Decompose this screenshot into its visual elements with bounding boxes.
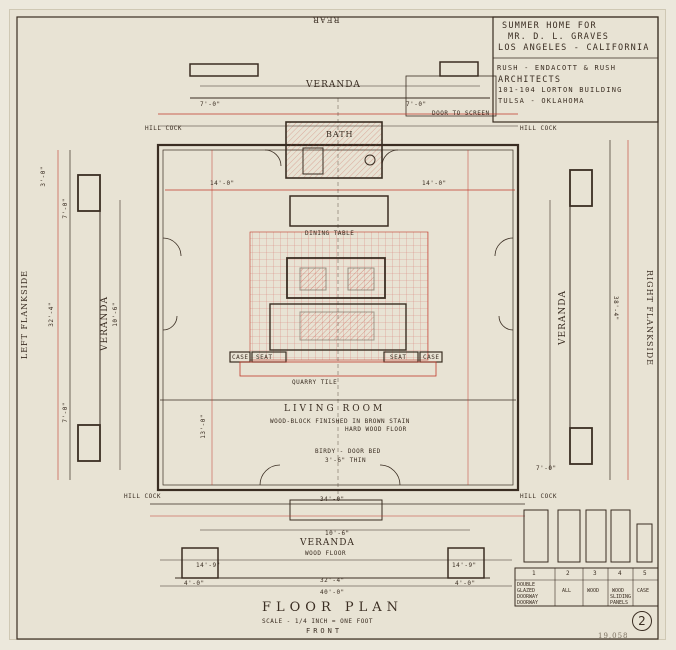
dim-bottom-4a: 4'-0" <box>184 580 205 587</box>
veranda-bottom-label: VERANDA <box>300 538 355 548</box>
dim-top-ver-left: 7'-0" <box>200 101 221 108</box>
schedule-num-3: 3 <box>593 570 598 577</box>
bed-note-2: 3'-6" THIN <box>325 457 367 464</box>
dim-left-7b: 7'-0" <box>62 402 69 423</box>
schedule-num-5: 5 <box>643 570 648 577</box>
schedule-num-1: 1 <box>532 570 537 577</box>
schedule-row-3: DOORWAY <box>517 594 539 600</box>
schedule-col4-c: PANELS <box>610 600 629 606</box>
veranda-right <box>549 169 593 470</box>
schedule-col5: CASE <box>637 588 650 594</box>
title-line-1: SUMMER HOME FOR <box>502 21 597 31</box>
front-label: FRONT <box>306 627 343 635</box>
hose-cock-label-4: HILL COCK <box>520 493 558 500</box>
floor-note-1: WOOD-BLOCK FINISHED IN BROWN STAIN <box>270 418 410 425</box>
scale-note: SCALE - 1/4 INCH = ONE FOOT <box>262 618 374 625</box>
catalog-number: 19,058 <box>598 632 629 640</box>
dim-left-7a: 7'-0" <box>62 198 69 219</box>
veranda-right-label: VERANDA <box>558 290 568 345</box>
dim-overall-width: 32'-4" <box>320 577 345 584</box>
sheet-number: 2 <box>632 611 652 631</box>
schedule-col4-b: SLIDING <box>610 594 632 600</box>
door-schedule-frame <box>514 509 659 607</box>
bath-label: BATH <box>326 130 354 139</box>
seat-label-2: SEAT <box>390 354 407 361</box>
dim-top-ver-right: 7'-0" <box>406 101 427 108</box>
veranda-top-label: VERANDA <box>306 80 361 90</box>
dim-overall-depth: 40'-0" <box>320 589 345 596</box>
hose-cock-label-3: HILL COCK <box>124 493 162 500</box>
dim-room-left: 14'-0" <box>210 180 235 187</box>
floor-plan-title: FLOOR PLAN <box>262 600 404 615</box>
dim-left-depth: 32'-4" <box>48 302 55 327</box>
dining-table-label: DINING TABLE <box>305 230 355 237</box>
seat-label-1: SEAT <box>256 354 273 361</box>
schedule-row-1: DOUBLE <box>517 582 536 588</box>
title-line-4: RUSH - ENDACOTT & RUSH <box>497 64 617 72</box>
case-label-1: CASE <box>232 354 249 361</box>
schedule-col3: WOOD <box>587 588 600 594</box>
schedule-num-2: 2 <box>566 570 571 577</box>
veranda-left <box>77 174 121 470</box>
wood-floor-label: WOOD FLOOR <box>305 550 347 557</box>
dim-bottom-4b: 4'-0" <box>455 580 476 587</box>
living-room-label: LIVING ROOM <box>284 404 386 414</box>
dim-room-right: 14'-0" <box>422 180 447 187</box>
floor-note-2: HARD WOOD FLOOR <box>345 426 407 433</box>
case-label-2: CASE <box>423 354 440 361</box>
built-in-seats <box>229 351 443 377</box>
hose-cock-label-2: HILL COCK <box>520 125 558 132</box>
title-line-5: ARCHITECTS <box>498 75 562 85</box>
dim-right-7: 7'-0" <box>536 465 557 472</box>
door-to-screen-label: DOOR TO SCREEN <box>432 110 490 117</box>
tile-floor <box>249 231 429 361</box>
dim-left-3: 3'-0" <box>40 166 47 187</box>
dining-fireplace <box>269 195 407 351</box>
bed-note-1: BIRDY - DOOR BED <box>315 448 381 455</box>
dim-bottom-right: 14'-9" <box>452 562 477 569</box>
hose-cock-label-1: HILL COCK <box>145 125 183 132</box>
schedule-row-4: DOORWAY <box>517 600 539 606</box>
dim-bottom-left: 14'-9" <box>196 562 221 569</box>
right-flankside-label: RIGHT FLANKSIDE <box>645 270 654 366</box>
title-line-7: TULSA - OKLAHOMA <box>498 97 585 105</box>
sheet-border <box>16 16 659 640</box>
title-block <box>492 16 659 123</box>
schedule-col4: WOOD <box>612 588 625 594</box>
schedule-row-2: GLAZED <box>517 588 536 594</box>
dim-right-depth: 38'-4" <box>612 296 619 321</box>
veranda-bottom <box>175 499 490 579</box>
bath-room <box>285 121 383 179</box>
schedule-num-4: 4 <box>618 570 623 577</box>
title-line-3: LOS ANGELES - CALIFORNIA <box>498 43 650 53</box>
dim-left-13: 13'-0" <box>200 414 207 439</box>
left-flankside-label: LEFT FLANKSIDE <box>20 270 29 360</box>
title-line-6: 101-104 LORTON BUILDING <box>498 86 623 94</box>
dim-bottom-mid: 10'-6" <box>325 530 350 537</box>
title-line-2: MR. D. L. GRAVES <box>508 32 610 42</box>
dimension-lines <box>57 98 629 587</box>
veranda-top <box>189 61 497 117</box>
schedule-col2: ALL <box>562 588 572 594</box>
door-swings <box>162 149 514 486</box>
dim-mid-34: 34'-0" <box>320 496 345 503</box>
dim-left-10: 10'-6" <box>112 302 119 327</box>
veranda-left-label: VERANDA <box>100 296 110 351</box>
quarry-tile-label: QUARRY TILE <box>292 379 338 386</box>
rear-label: REAR <box>312 15 340 24</box>
